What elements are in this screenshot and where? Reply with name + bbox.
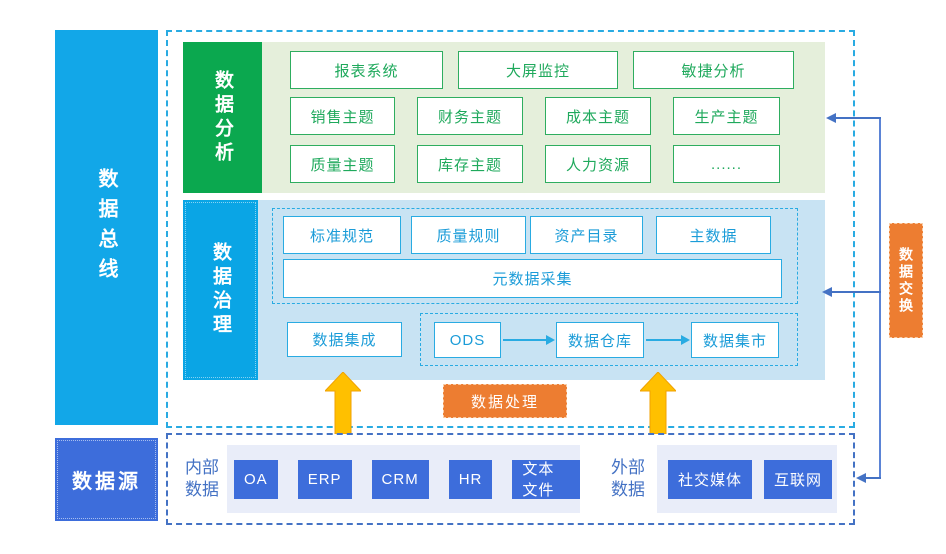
analysis-row-2: 销售主题 财务主题 成本主题 生产主题 bbox=[290, 97, 780, 135]
internal-data-label: 内部数据 bbox=[185, 458, 219, 500]
pipeline-item: ODS bbox=[434, 322, 501, 358]
data-bus-label: 数据总线 bbox=[95, 167, 117, 288]
flow-arrow-line bbox=[503, 339, 546, 341]
analysis-item: 质量主题 bbox=[290, 145, 395, 183]
analysis-panel: 报表系统 大屏监控 敏捷分析 销售主题 财务主题 成本主题 生产主题 质量主题 … bbox=[183, 42, 825, 193]
data-source-label: 数据源 bbox=[55, 438, 158, 521]
data-integration-box: 数据集成 bbox=[287, 322, 402, 357]
analysis-item: 销售主题 bbox=[290, 97, 395, 135]
metadata-collection-box: 元数据采集 bbox=[283, 259, 782, 298]
analysis-item: 敏捷分析 bbox=[633, 51, 794, 89]
external-data-label: 外部数据 bbox=[611, 458, 645, 500]
external-sources-panel: 社交媒体 互联网 bbox=[657, 445, 837, 513]
analysis-item: 库存主题 bbox=[417, 145, 523, 183]
pipeline-item: 数据仓库 bbox=[556, 322, 644, 358]
source-item: 社交媒体 bbox=[668, 459, 753, 499]
connector-branch-bottom bbox=[866, 477, 881, 479]
source-item: CRM bbox=[371, 459, 429, 499]
source-item: 文本文件 bbox=[512, 459, 580, 499]
data-processing-tag: 数据处理 bbox=[443, 384, 567, 418]
analysis-item: 报表系统 bbox=[290, 51, 443, 89]
left-arrow-icon bbox=[822, 287, 832, 297]
governance-item: 标准规范 bbox=[283, 216, 401, 254]
governance-item: 质量规则 bbox=[411, 216, 526, 254]
governance-item: 主数据 bbox=[656, 216, 771, 254]
analysis-row-1: 报表系统 大屏监控 敏捷分析 bbox=[290, 51, 794, 89]
exchange-connector-line bbox=[879, 118, 881, 479]
warehouse-pipeline-group: ODS 数据仓库 数据集市 bbox=[420, 313, 798, 366]
left-arrow-icon bbox=[856, 473, 866, 483]
data-source-dashed-frame bbox=[166, 433, 855, 525]
connector-branch-middle bbox=[832, 291, 881, 293]
source-item: ERP bbox=[297, 459, 352, 499]
analysis-row-3: 质量主题 库存主题 人力资源 ...... bbox=[290, 145, 780, 183]
data-bus-bar: 数据总线 bbox=[55, 30, 158, 425]
governance-standards-group: 标准规范 质量规则 资产目录 主数据 元数据采集 bbox=[272, 208, 798, 304]
bus-dashed-frame bbox=[166, 30, 855, 428]
data-exchange-tag: 数据交换 bbox=[889, 223, 923, 338]
governance-section-label: 数据治理 bbox=[183, 200, 258, 380]
flow-arrow-line bbox=[646, 339, 682, 341]
source-item: HR bbox=[448, 459, 493, 499]
analysis-item: 成本主题 bbox=[545, 97, 651, 135]
source-item: OA bbox=[234, 459, 278, 499]
right-arrow-icon bbox=[681, 335, 690, 345]
analysis-item: 生产主题 bbox=[673, 97, 780, 135]
analysis-item: 人力资源 bbox=[545, 145, 651, 183]
pipeline-item: 数据集市 bbox=[691, 322, 779, 358]
analysis-section-label: 数据分析 bbox=[183, 42, 262, 193]
internal-sources-panel: OA ERP CRM HR 文本文件 bbox=[227, 445, 580, 513]
connector-branch-top bbox=[836, 117, 881, 119]
up-arrow-icon bbox=[640, 372, 676, 434]
left-arrow-icon bbox=[826, 113, 836, 123]
governance-item: 资产目录 bbox=[530, 216, 643, 254]
right-arrow-icon bbox=[546, 335, 555, 345]
analysis-item: 大屏监控 bbox=[458, 51, 618, 89]
up-arrow-icon bbox=[325, 372, 361, 434]
analysis-item: 财务主题 bbox=[417, 97, 523, 135]
source-item: 互联网 bbox=[764, 459, 833, 499]
analysis-item: ...... bbox=[673, 145, 780, 183]
